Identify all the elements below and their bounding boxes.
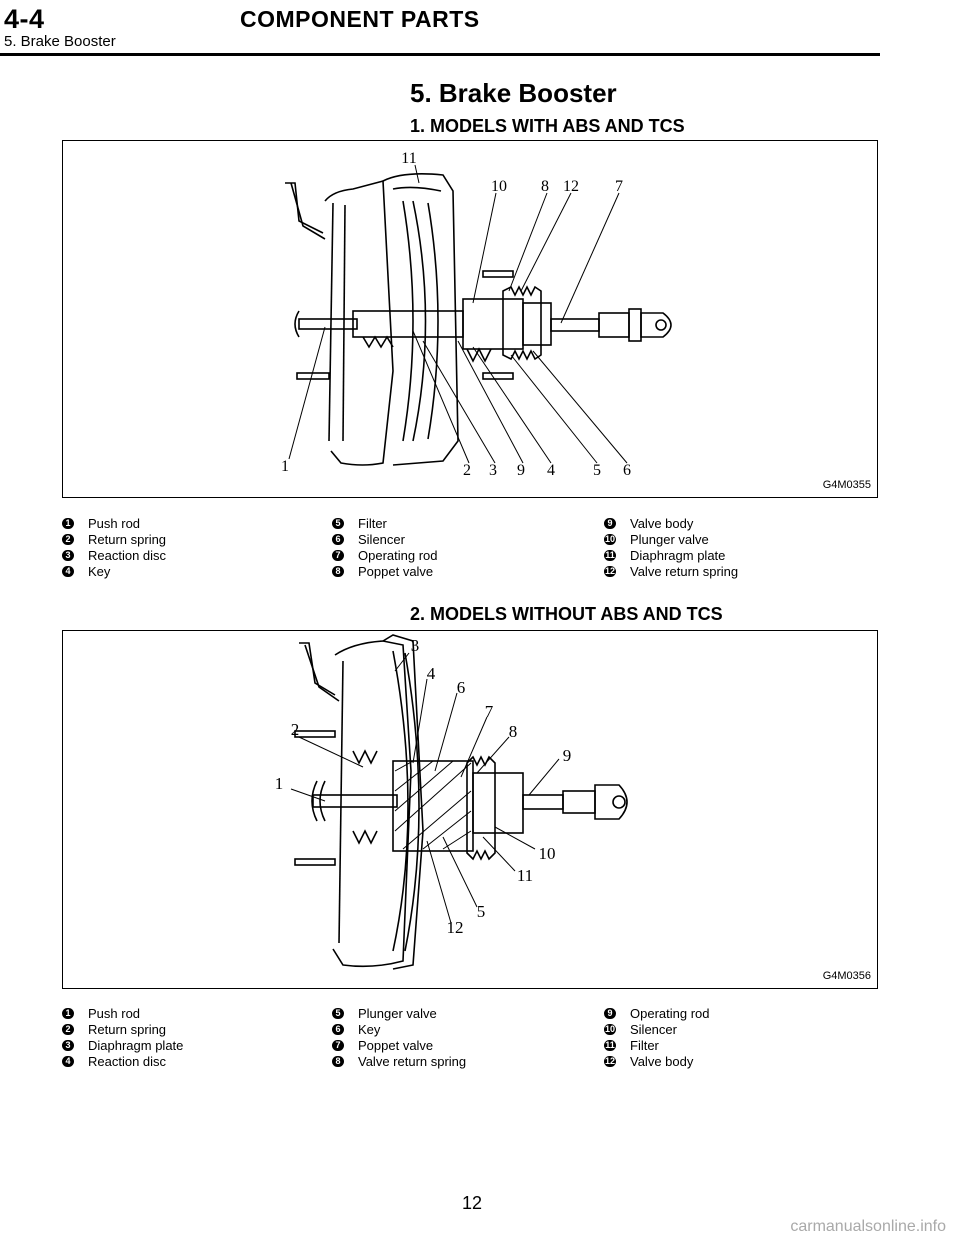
callout-2: 2 [291,720,300,739]
page-title: 5. Brake Booster [410,78,617,108]
watermark: carmanualsonline.info [790,1218,946,1235]
booster-diagram-2: 3 4 6 2 7 8 1 9 10 11 5 12 [275,634,628,970]
page-header: 4-4 COMPONENT PARTS 5. Brake Booster [0,0,960,60]
figure-code: G4M0355 [822,479,871,491]
callout-3: 3 [489,462,497,479]
figure-2: 3 4 6 2 7 8 1 9 10 11 5 12 G4M0356 [62,630,878,989]
callout-10: 10 [491,178,507,195]
section-number: 4-4 [4,4,45,34]
callout-8: 8 [509,722,518,741]
callout-3: 3 [411,636,420,655]
callout-9: 9 [517,462,525,479]
callout-9: 9 [563,746,572,765]
section-heading-2: 2. MODELS WITHOUT ABS AND TCS [410,604,723,624]
callout-11: 11 [517,866,533,885]
callout-1: 1 [275,774,284,793]
figure-1: 1 2 3 9 4 5 6 11 10 8 12 7 G4M0355 [62,140,878,498]
callout-6: 6 [623,462,631,479]
figure-code: G4M0356 [822,970,871,982]
subsection-title: 5. Brake Booster [4,33,116,50]
callout-7: 7 [485,702,494,721]
callout-4: 4 [547,462,555,479]
callout-8: 8 [541,178,549,195]
callout-2: 2 [463,462,471,479]
callout-10: 10 [539,844,556,863]
section-heading-1: 1. MODELS WITH ABS AND TCS [410,116,685,136]
callout-4: 4 [427,664,436,683]
callout-1: 1 [281,458,289,475]
page-number: 12 [462,1193,483,1213]
callout-5: 5 [593,462,601,479]
callout-12: 12 [447,918,464,937]
callout-6: 6 [457,678,466,697]
header-rule [0,53,880,56]
callout-12: 12 [563,178,579,195]
section-title: COMPONENT PARTS [240,6,480,32]
callout-7: 7 [615,178,623,195]
booster-diagram-1: 1 2 3 9 4 5 6 11 10 8 12 7 [281,150,672,479]
callout-11: 11 [401,150,416,167]
callout-5: 5 [477,902,486,921]
